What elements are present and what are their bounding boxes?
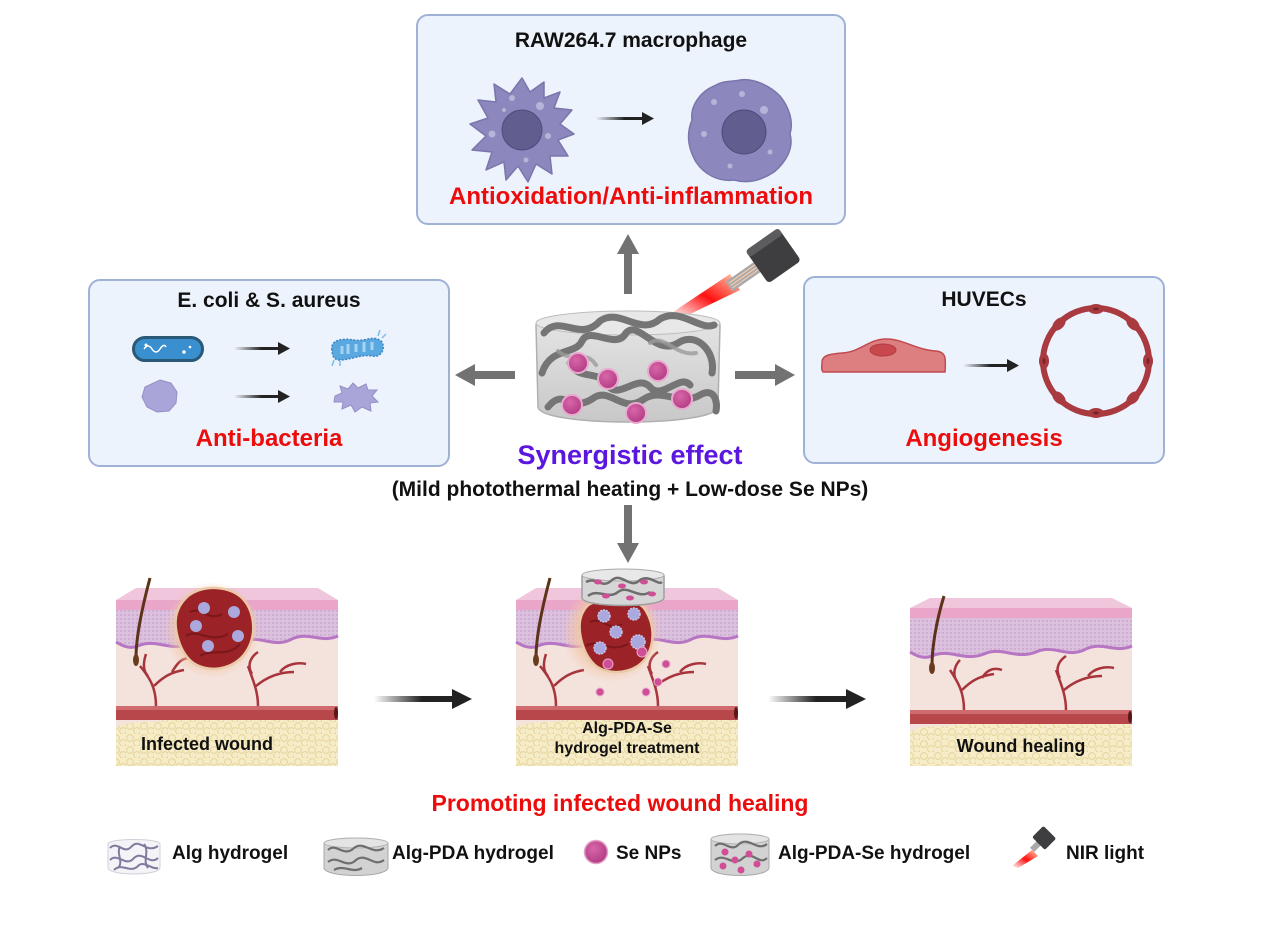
hydrogel-treatment-illustration: [515, 568, 739, 766]
process-arrow: [596, 112, 654, 125]
legend-label-alg-hydrogel: Alg hydrogel: [172, 843, 289, 864]
resting-macrophage-icon: [687, 78, 792, 183]
healed-wound-illustration: [909, 595, 1133, 766]
bacteria-effect-label: Anti-bacteria: [195, 425, 343, 452]
infected-wound-illustration: [115, 577, 339, 766]
process-arrow: [963, 359, 1019, 372]
bacteria-panel: [88, 279, 450, 467]
damaged-s-aureus-icon: [333, 382, 380, 413]
alg-pda-se-hydrogel-icon: [710, 833, 770, 876]
legend-label-alg-pda-se-hydrogel: Alg-PDA-Se hydrogel: [778, 843, 971, 864]
endothelial-cell-icon: [821, 338, 947, 373]
legend-label-se-nps: Se NPs: [616, 843, 682, 864]
activated-macrophage-icon: [469, 77, 575, 183]
conclusion-label: Promoting infected wound healing: [431, 790, 809, 816]
treatment-label-line2: hydrogel treatment: [554, 740, 700, 757]
process-arrow: [234, 342, 290, 355]
process-arrow: [234, 390, 290, 403]
infected-wound-label: Infected wound: [141, 734, 273, 754]
alg-hydrogel-icon: [107, 839, 161, 875]
bacteria-panel-title: E. coli & S. aureus: [177, 289, 361, 312]
wound-healing-label: Wound healing: [956, 736, 1086, 756]
e-coli-icon: [132, 336, 204, 362]
process-arrow: [374, 689, 472, 709]
damaged-e-coli-icon: [331, 329, 387, 367]
s-aureus-icon: [141, 379, 178, 413]
arrow-left: [455, 364, 515, 386]
alg-pda-hydrogel-icon: [323, 837, 389, 876]
arrow-right: [735, 364, 795, 386]
synergy-heading: Synergistic effect: [517, 440, 743, 470]
process-arrow: [768, 689, 866, 709]
legend-label-alg-pda-hydrogel: Alg-PDA hydrogel: [392, 843, 554, 864]
synergy-subheading: (Mild photothermal heating + Low-dose Se…: [391, 478, 869, 501]
arrow-up: [617, 234, 639, 294]
huvec-effect-label: Angiogenesis: [905, 425, 1063, 452]
alg-pda-se-hydrogel-center-icon: [535, 310, 721, 424]
legend-label-nir-light: NIR light: [1066, 843, 1145, 864]
arrow-down: [617, 505, 639, 563]
treatment-label-line1: Alg-PDA-Se: [582, 720, 672, 737]
huvec-panel-title: HUVECs: [941, 288, 1027, 311]
macrophage-panel-title: RAW264.7 macrophage: [514, 29, 748, 52]
nir-light-icon: [1012, 826, 1056, 868]
vessel-ring-icon: [1039, 304, 1153, 418]
macrophage-effect-label: Antioxidation/Anti-inflammation: [449, 183, 813, 210]
nir-light-source-icon: [670, 229, 800, 318]
se-nps-icon: [583, 839, 609, 865]
